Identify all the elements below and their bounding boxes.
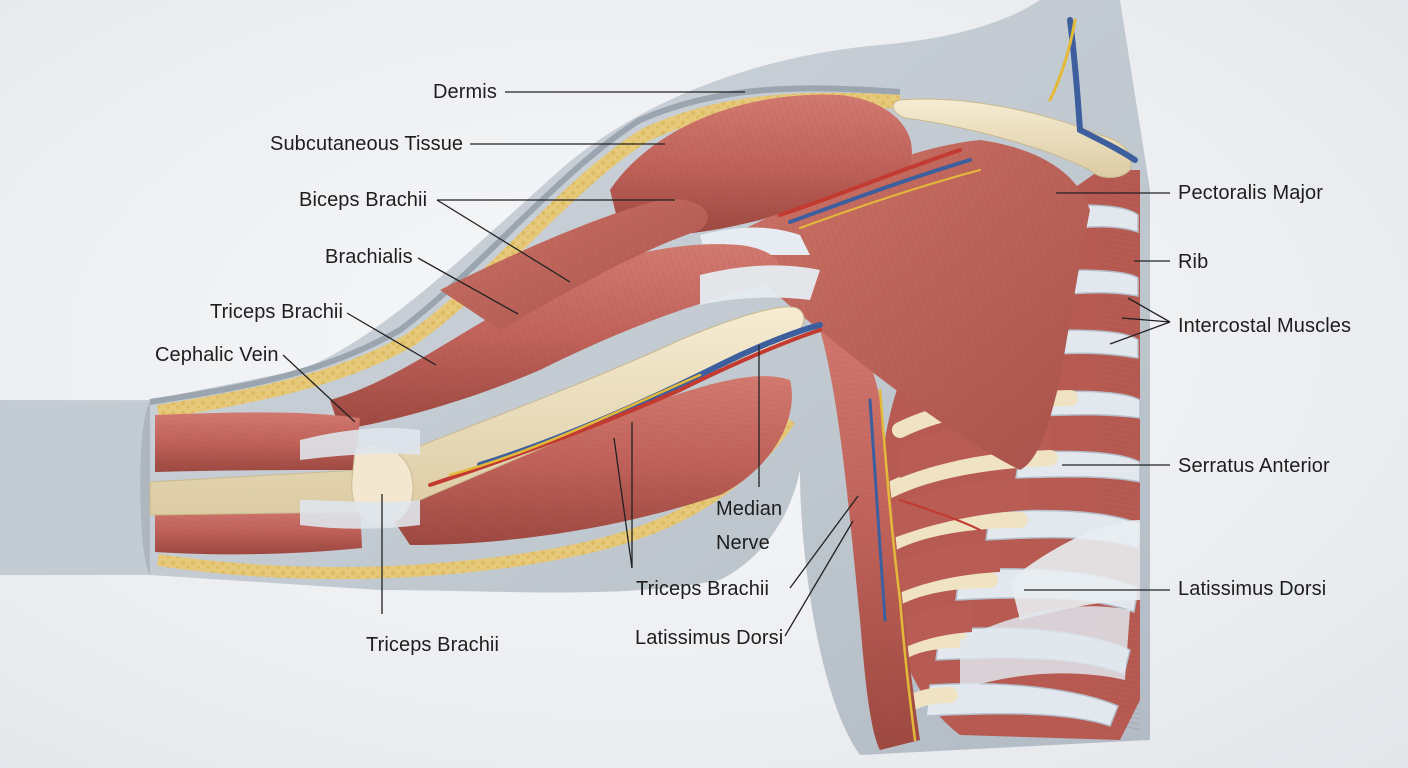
label-intercostal-muscles: Intercostal Muscles xyxy=(1178,315,1352,337)
vessels xyxy=(428,17,1138,742)
leader-lines xyxy=(282,91,1171,637)
label-biceps-brachii: Biceps Brachii xyxy=(299,189,428,211)
label-dermis: Dermis xyxy=(433,81,497,103)
label-median-nerve: Median Nerve xyxy=(716,498,783,554)
label-latissimus-dorsi-right: Latissimus Dorsi xyxy=(1178,578,1327,600)
label-rib: Rib xyxy=(1178,251,1209,273)
label-latissimus-dorsi-middle: Latissimus Dorsi xyxy=(635,627,784,649)
label-pectoralis-major: Pectoralis Major xyxy=(1178,182,1323,204)
label-triceps-brachii-middle: Triceps Brachii xyxy=(636,578,770,600)
label-subcutaneous-tissue: Subcutaneous Tissue xyxy=(270,133,464,155)
label-brachialis: Brachialis xyxy=(325,246,413,268)
label-serratus-anterior: Serratus Anterior xyxy=(1178,455,1330,477)
label-triceps-brachii-lower: Triceps Brachii xyxy=(366,634,500,656)
label-cephalic-vein: Cephalic Vein xyxy=(155,344,279,366)
label-triceps-brachii-upper: Triceps Brachii xyxy=(210,301,344,323)
